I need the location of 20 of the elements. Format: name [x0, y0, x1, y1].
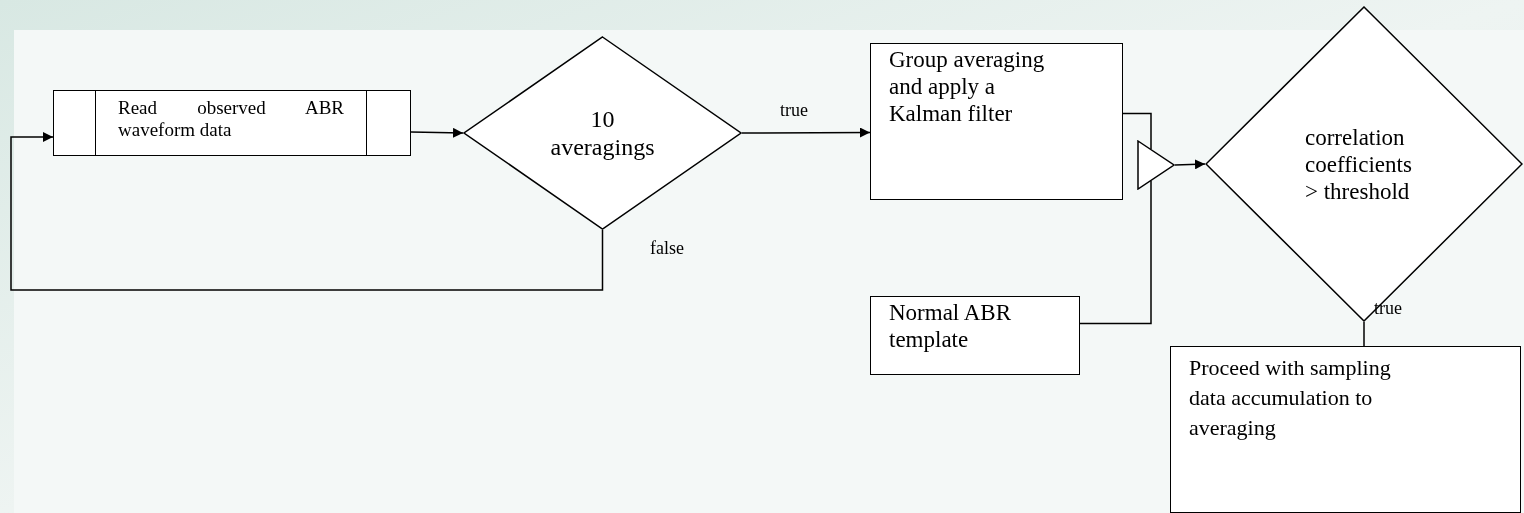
process-box	[870, 43, 1123, 200]
decision-diamond	[1205, 6, 1523, 322]
connector-arrow	[1122, 112, 1152, 150]
connector-arrow	[1174, 159, 1206, 170]
connector-arrow	[410, 127, 464, 138]
node-text: Proceed with sampling data accumulation to averaging	[1189, 354, 1392, 442]
decision-diamond	[463, 36, 742, 230]
node-text: correlation coefficients > threshold	[1305, 123, 1413, 205]
process-box	[1170, 346, 1521, 513]
connector-arrow	[741, 127, 871, 138]
edge-label: true	[780, 100, 808, 120]
edge-label: true	[1374, 298, 1402, 318]
node-text: Read observed ABR waveform data	[118, 97, 344, 141]
node-text: Normal ABR template	[889, 299, 1013, 353]
predefined-process-box	[53, 90, 411, 156]
input-box	[870, 296, 1080, 375]
edge-label: false	[650, 238, 684, 258]
node-text: 10 averagings	[549, 105, 656, 161]
merge-triangle	[1137, 140, 1175, 190]
node-text: Group averaging and apply a Kalman filter	[889, 46, 1046, 127]
